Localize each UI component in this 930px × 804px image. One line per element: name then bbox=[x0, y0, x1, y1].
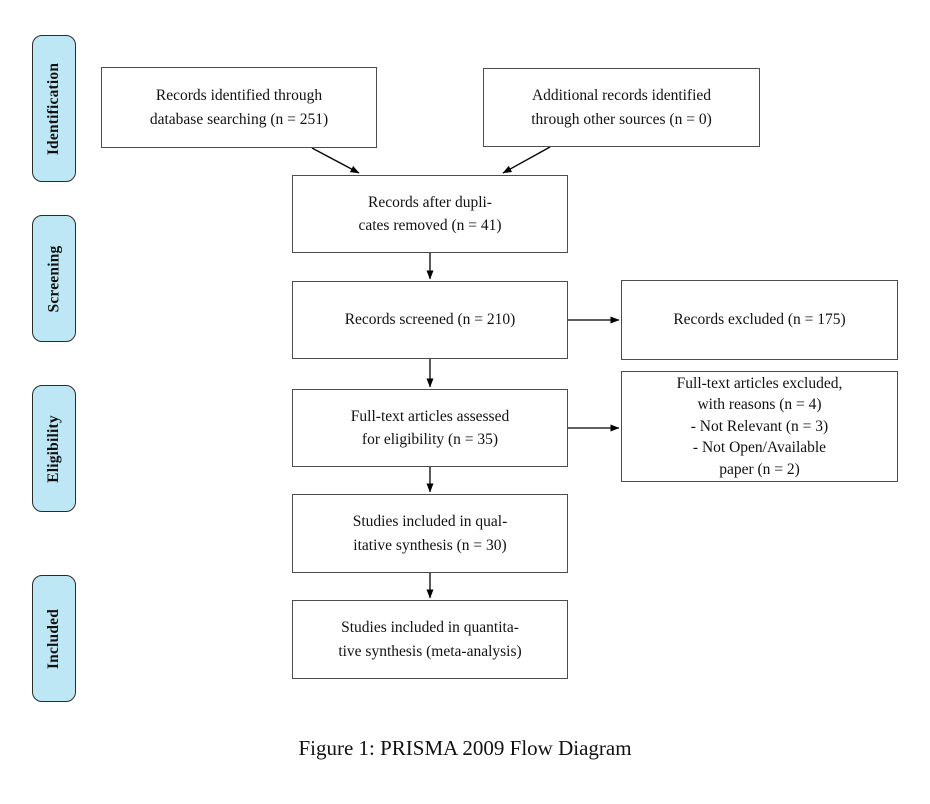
flow-box-records-identified: Records identified through database sear… bbox=[101, 67, 377, 148]
flow-box-duplicates-removed: Records after dupli- cates removed (n = … bbox=[292, 175, 568, 253]
figure-caption: Figure 1: PRISMA 2009 Flow Diagram bbox=[298, 736, 632, 760]
flow-box-fulltext-excluded: Full-text articles excluded, with reason… bbox=[621, 371, 898, 482]
arrow-additional-to-duplicates bbox=[502, 146, 551, 174]
flow-box-records-identified-text: Records identified through database sear… bbox=[149, 87, 329, 128]
flow-box-records-excluded: Records excluded (n = 175) bbox=[621, 280, 898, 360]
stage-label-identification: Identification bbox=[32, 35, 76, 182]
flow-box-duplicates-removed-text: Records after dupli- cates removed (n = … bbox=[358, 193, 502, 234]
flow-box-quantitative-synthesis: Studies included in quantita- tive synth… bbox=[292, 600, 568, 679]
flow-box-additional-records: Additional records identified through ot… bbox=[483, 68, 760, 147]
stage-label-identification-text: Identification bbox=[45, 62, 63, 155]
flow-box-qualitative-synthesis: Studies included in qual- itative synthe… bbox=[292, 494, 568, 573]
flow-box-fulltext-assessed: Full-text articles assessed for eligibil… bbox=[292, 389, 568, 467]
stage-label-screening: Screening bbox=[32, 215, 76, 342]
flow-box-fulltext-assessed-text: Full-text articles assessed for eligibil… bbox=[350, 407, 510, 448]
flow-box-records-excluded-text: Records excluded (n = 175) bbox=[673, 311, 846, 329]
flow-box-fulltext-excluded-text: Full-text articles excluded, with reason… bbox=[676, 375, 843, 478]
flow-box-additional-records-text: Additional records identified through ot… bbox=[531, 87, 712, 128]
flow-box-records-screened: Records screened (n = 210) bbox=[292, 281, 568, 359]
stage-label-included-text: Included bbox=[45, 608, 62, 669]
flow-box-quantitative-synthesis-text: Studies included in quantita- tive synth… bbox=[338, 619, 522, 660]
flow-box-records-screened-text: Records screened (n = 210) bbox=[344, 311, 516, 329]
stage-label-included: Included bbox=[32, 575, 76, 702]
stage-label-eligibility: Eligibility bbox=[32, 385, 76, 512]
arrow-identified-to-duplicates bbox=[311, 147, 360, 174]
stage-label-screening-text: Screening bbox=[45, 245, 62, 312]
stage-label-eligibility-text: Eligibility bbox=[45, 414, 63, 483]
flow-box-qualitative-synthesis-text: Studies included in qual- itative synthe… bbox=[352, 513, 508, 554]
